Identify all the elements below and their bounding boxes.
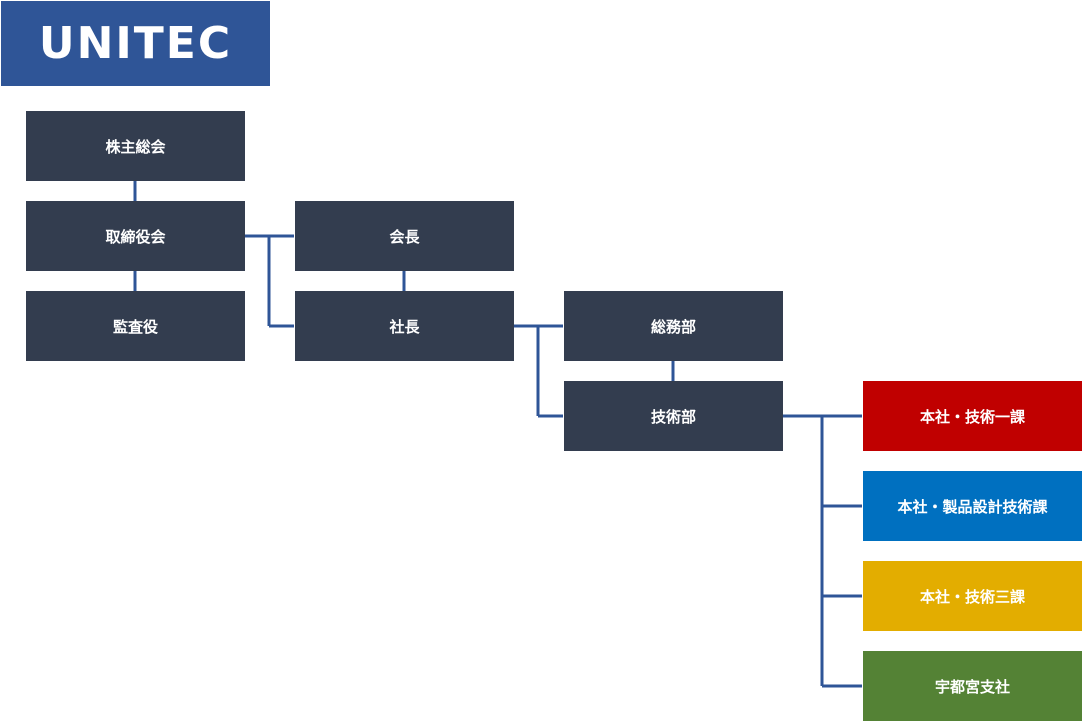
node-chairman: 会長 — [295, 201, 514, 271]
node-shareholders: 株主総会 — [26, 111, 245, 181]
node-president: 社長 — [295, 291, 514, 361]
node-board: 取締役会 — [26, 201, 245, 271]
node-auditor: 監査役 — [26, 291, 245, 361]
company-logo: UNITEC — [1, 1, 270, 86]
node-section-product-design: 本社・製品設計技術課 — [863, 471, 1082, 541]
node-section-utsunomiya: 宇都宮支社 — [863, 651, 1082, 721]
node-section-tech-3: 本社・技術三課 — [863, 561, 1082, 631]
node-engineering: 技術部 — [564, 381, 783, 451]
node-section-tech-1: 本社・技術一課 — [863, 381, 1082, 451]
node-general-affairs: 総務部 — [564, 291, 783, 361]
